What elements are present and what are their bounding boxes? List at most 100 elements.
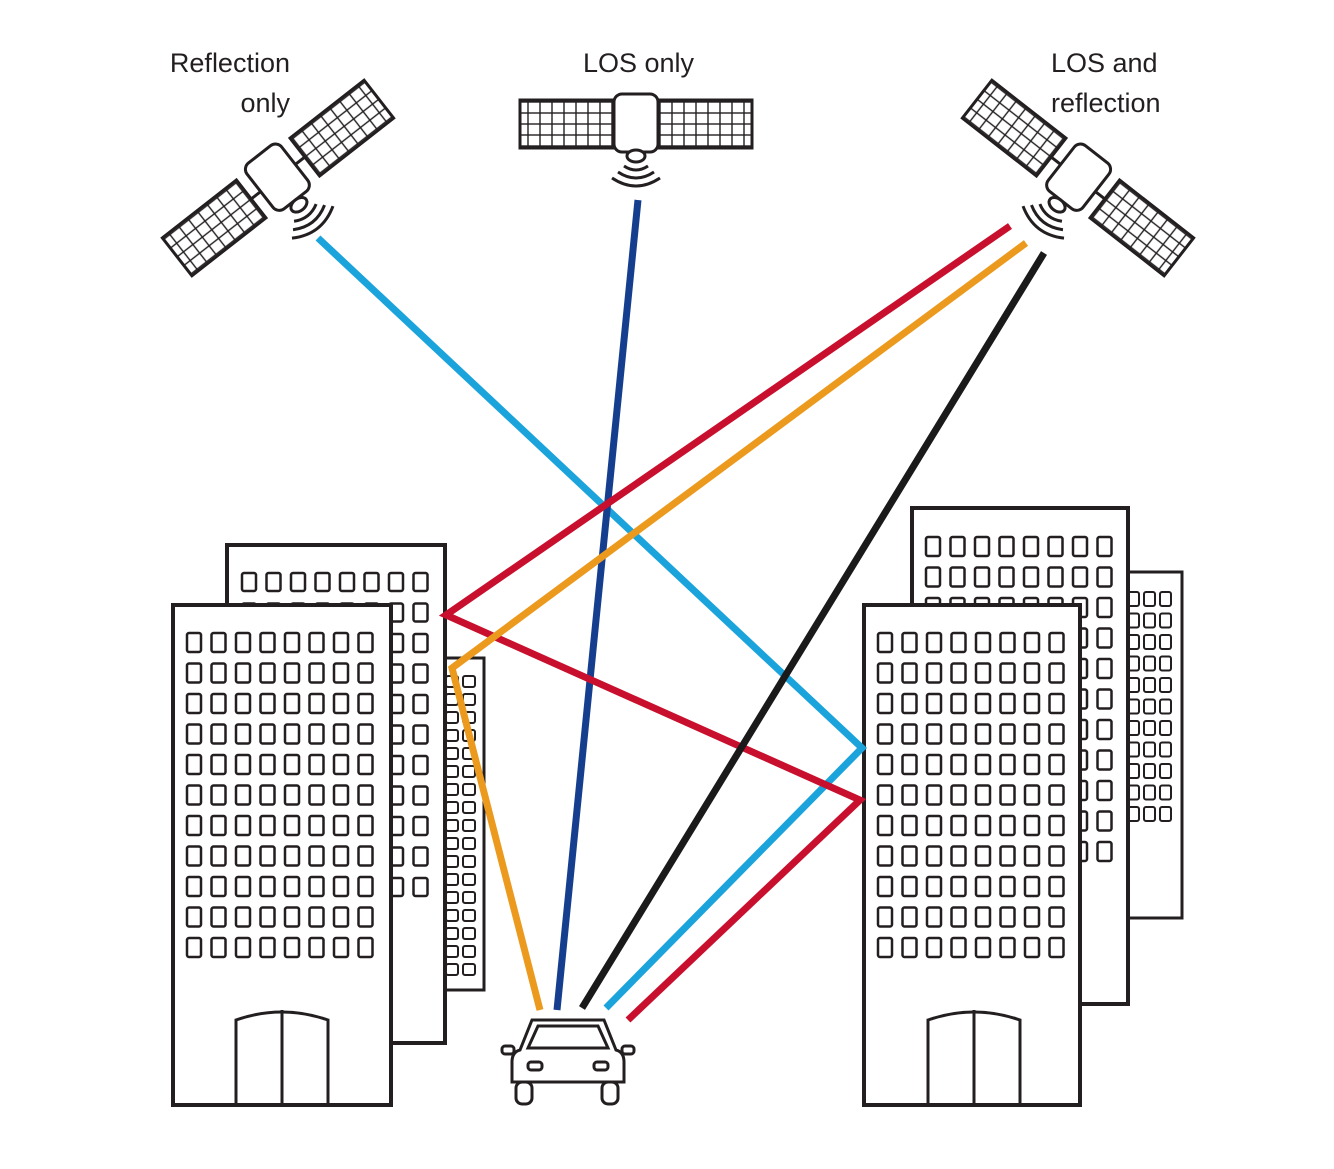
window bbox=[240, 571, 258, 593]
window bbox=[185, 936, 203, 959]
window bbox=[283, 906, 301, 928]
satellite-icon bbox=[960, 78, 1196, 278]
window bbox=[210, 784, 227, 806]
window bbox=[999, 723, 1016, 745]
window bbox=[1023, 784, 1041, 806]
window bbox=[234, 784, 252, 806]
window bbox=[1096, 749, 1113, 771]
window bbox=[412, 876, 429, 898]
window bbox=[283, 845, 301, 867]
label-line: Reflection bbox=[169, 48, 290, 78]
window bbox=[412, 785, 429, 806]
window bbox=[210, 845, 227, 867]
window bbox=[1047, 566, 1064, 588]
window bbox=[357, 906, 374, 928]
window bbox=[876, 906, 894, 928]
window bbox=[950, 845, 967, 867]
window bbox=[234, 631, 252, 654]
window bbox=[973, 566, 991, 588]
window bbox=[210, 936, 227, 959]
window bbox=[1048, 753, 1065, 776]
window bbox=[924, 566, 942, 588]
window bbox=[259, 631, 276, 654]
window bbox=[234, 692, 252, 715]
window bbox=[1048, 692, 1065, 715]
window bbox=[210, 692, 227, 715]
window bbox=[901, 753, 918, 776]
window bbox=[1096, 627, 1113, 649]
window bbox=[876, 662, 894, 684]
window bbox=[901, 906, 918, 928]
window bbox=[1023, 936, 1041, 959]
window bbox=[185, 784, 203, 806]
window bbox=[974, 906, 992, 928]
window bbox=[332, 692, 350, 715]
window bbox=[1143, 720, 1156, 736]
window bbox=[1143, 634, 1156, 650]
signal-path-orange-reflected bbox=[448, 240, 1029, 1011]
window bbox=[1048, 814, 1065, 837]
window bbox=[974, 936, 992, 959]
window bbox=[283, 936, 301, 959]
window bbox=[462, 675, 476, 688]
window bbox=[1143, 806, 1156, 822]
window bbox=[412, 846, 429, 867]
window bbox=[950, 662, 967, 684]
window bbox=[308, 753, 325, 776]
window bbox=[1096, 657, 1113, 680]
window bbox=[950, 875, 967, 898]
window bbox=[974, 784, 992, 806]
window bbox=[185, 723, 203, 745]
window bbox=[357, 814, 374, 837]
window bbox=[412, 571, 429, 593]
window bbox=[974, 814, 992, 837]
window bbox=[462, 783, 476, 796]
window bbox=[259, 906, 276, 928]
window bbox=[332, 845, 350, 867]
window bbox=[210, 875, 227, 898]
window bbox=[1022, 566, 1040, 588]
window bbox=[462, 837, 476, 850]
window bbox=[259, 936, 276, 959]
window bbox=[999, 631, 1016, 654]
window bbox=[876, 784, 894, 806]
window bbox=[387, 571, 405, 593]
window bbox=[185, 814, 203, 837]
label-line: LOS only bbox=[583, 48, 695, 78]
window bbox=[1023, 753, 1041, 776]
window bbox=[1048, 631, 1065, 654]
window bbox=[259, 753, 276, 776]
satellite-icon bbox=[518, 92, 754, 188]
window bbox=[974, 875, 992, 898]
window bbox=[925, 723, 943, 745]
window bbox=[357, 631, 374, 654]
label-line: only bbox=[240, 88, 290, 118]
window bbox=[924, 535, 942, 558]
window bbox=[412, 724, 429, 745]
window bbox=[185, 845, 203, 867]
window bbox=[1096, 779, 1113, 802]
window bbox=[925, 631, 943, 654]
window bbox=[876, 692, 894, 715]
window bbox=[901, 845, 918, 867]
window bbox=[332, 906, 350, 928]
window bbox=[265, 571, 282, 593]
window bbox=[950, 814, 967, 837]
signal-paths bbox=[315, 199, 1047, 1023]
label-line: LOS and bbox=[1051, 48, 1158, 78]
window bbox=[462, 855, 476, 868]
window bbox=[901, 784, 918, 806]
window bbox=[308, 662, 325, 684]
window bbox=[901, 662, 918, 684]
window bbox=[950, 723, 967, 745]
window bbox=[1159, 720, 1172, 736]
window bbox=[185, 662, 203, 684]
window bbox=[357, 753, 374, 776]
window bbox=[999, 875, 1016, 898]
window bbox=[234, 906, 252, 928]
window bbox=[332, 814, 350, 837]
window bbox=[925, 906, 943, 928]
window bbox=[412, 632, 429, 654]
window bbox=[876, 723, 894, 745]
label-los-only: LOS only bbox=[583, 43, 694, 83]
